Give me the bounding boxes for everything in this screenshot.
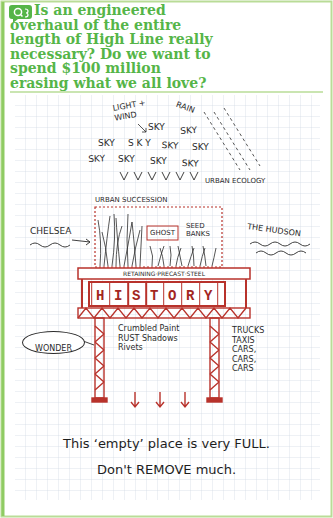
sketch-note: RAIN xyxy=(175,100,196,116)
sketch-note: This ‘empty’ place is very FULL. xyxy=(0,436,333,452)
page-frame xyxy=(2,2,5,516)
question-heading: Is an engineered overhaul of the entire … xyxy=(10,3,221,90)
steel-girder xyxy=(78,308,250,318)
sketch-note: SEED BANKS xyxy=(186,222,218,239)
sketch-note: S K Y xyxy=(128,138,151,149)
question-icon xyxy=(20,14,23,17)
sketch-note: SKY xyxy=(192,142,209,153)
grass xyxy=(98,214,142,266)
railing-posts xyxy=(245,279,247,308)
steel-columns xyxy=(207,398,222,402)
wonder-oval: WONDER xyxy=(22,331,85,354)
steel-columns xyxy=(92,318,222,402)
sketch-note: Crumbled Paint RUST Shadows Rivets xyxy=(118,324,184,353)
hudson-waves xyxy=(250,242,310,255)
rail-deck xyxy=(78,268,250,279)
rain-lines xyxy=(204,112,240,170)
street-arrows xyxy=(156,392,164,407)
rain-lines xyxy=(224,108,260,166)
check-marks xyxy=(120,172,198,180)
rain-lines xyxy=(204,108,260,170)
sketch-note: URBAN SUCCESSION xyxy=(95,196,168,204)
sketch-note: SKY xyxy=(182,158,199,169)
grass xyxy=(150,246,216,266)
steel-girder xyxy=(78,308,246,318)
history-letters: HISTORY xyxy=(96,288,222,304)
question-icon xyxy=(25,9,28,17)
node-text: WONDER xyxy=(35,344,72,354)
grass xyxy=(98,214,216,266)
railing-posts xyxy=(82,279,246,308)
sketch-note: SKY xyxy=(148,122,165,133)
steel-columns xyxy=(92,398,107,402)
sketch-note: SKY xyxy=(180,125,198,137)
street-arrows xyxy=(181,392,189,407)
page-frame xyxy=(10,91,323,93)
question-icon xyxy=(14,8,21,15)
sketch-note: RETAINING·PRECAST·STEEL xyxy=(78,270,250,277)
sketch-note: CHELSEA xyxy=(30,226,71,237)
wind-arrow xyxy=(138,124,146,132)
sketch-note: SKY xyxy=(88,153,105,165)
sketch-note: URBAN ECOLOGY xyxy=(205,177,265,185)
sketch-note: SKY xyxy=(118,154,135,165)
sketch-note: THE HUDSON xyxy=(247,222,302,239)
sketch-note: TRUCKS TAXIS CARS, CARS, CARS xyxy=(232,326,280,374)
steel-girder xyxy=(78,308,250,318)
sketch-note: SKY xyxy=(150,156,167,167)
sketch-note: LIGHT + WIND xyxy=(112,97,155,123)
steel-columns xyxy=(210,326,219,390)
sketch-note: GHOST xyxy=(150,229,175,237)
steel-columns xyxy=(95,318,104,398)
sketch-note: SKY xyxy=(161,140,178,152)
sketch-note: SKY xyxy=(98,138,115,149)
steel-columns xyxy=(95,326,104,390)
chelsea-waves xyxy=(30,239,90,247)
sketch-note: Don't REMOVE much. xyxy=(0,462,333,478)
ghost-box xyxy=(147,226,178,240)
history-box: HISTORY xyxy=(88,281,226,307)
wind-arrow xyxy=(138,124,146,132)
railing-posts xyxy=(81,279,83,308)
street-arrows xyxy=(131,392,139,407)
dotted-frame xyxy=(95,207,222,267)
steel-columns xyxy=(210,318,219,398)
street-arrows xyxy=(131,392,189,407)
